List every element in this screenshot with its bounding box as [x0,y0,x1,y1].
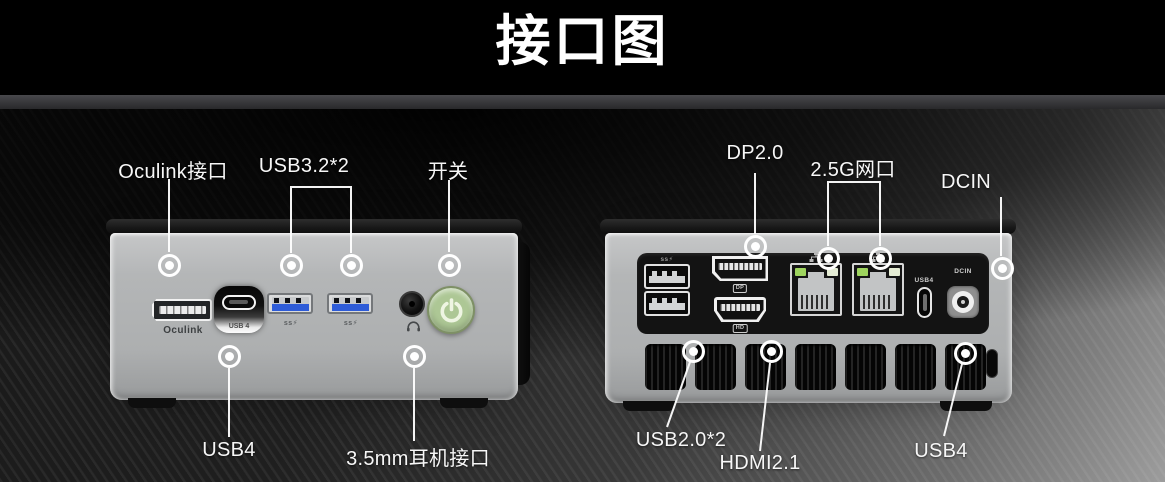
lan-port-1 [790,263,842,316]
lan-led-green [794,267,806,276]
label-lan: 2.5G网口 [810,159,896,181]
usb2-port-2 [644,291,690,316]
vent-slot [795,344,836,390]
audio-jack-hole [409,301,415,307]
usb32-port-1 [267,293,313,314]
hdmi-icon: HD [732,324,748,333]
usb-c-tab [922,294,927,311]
rear-foot-left [623,401,675,411]
label-oculink: Oculink接口 [118,161,228,183]
oculink-port-print: Oculink [163,325,203,336]
usb4-port-front: USB 4 [214,286,264,333]
hdmi-port [714,297,766,322]
dcin-pin [961,300,965,304]
usb-pins [652,297,682,303]
usb2-badge: ss⚡ [660,256,674,263]
vent-slot [845,344,886,390]
usb-pins [652,270,682,276]
usb-blue-tongue [331,304,369,311]
rear-foot-right [940,401,992,411]
vent-slot [645,344,686,390]
usb32-badge-1: ss⚡ [283,320,299,327]
usb-pins [334,298,366,303]
vent-grille [645,344,986,390]
usb4-port-print: USB 4 [228,323,250,330]
audio-jack-port [399,291,425,317]
lan-led-amber [888,267,900,276]
oculink-port-slats [159,305,206,314]
lan-insert [798,272,834,311]
lan-comb [863,295,893,309]
front-foot-right [440,398,488,408]
lan-led-green [856,267,868,276]
vent-slot [695,344,736,390]
lan-notch [870,272,886,279]
page-title: 接口图 [495,10,670,72]
usb4-port-rear [917,287,932,318]
usb32-port-2 [327,293,373,314]
label-usb2: USB2.0*2 [635,429,727,451]
usb-pins [274,298,306,303]
usb32-badge-2: ss⚡ [343,320,359,327]
power-icon [440,297,462,322]
dcin-print: DCIN [954,268,972,275]
vent-slot [745,344,786,390]
dp-pin-strip [718,263,762,270]
usb-c-receptacle [222,295,256,310]
vent-slot [895,344,936,390]
oculink-port [152,299,212,321]
lan-comb [801,295,831,309]
front-foot-left [128,398,176,408]
headphone-icon [407,321,420,332]
label-usb4-rear: USB4 [914,440,968,462]
kensington-lock-slot [986,349,998,378]
usb-tongue [649,275,685,283]
label-audio-jack: 3.5mm耳机接口 [346,448,490,470]
dcin-jack [947,286,979,318]
lan-notch [808,272,824,279]
usb2-port-1 [644,264,690,289]
lan-led-amber [826,267,838,276]
lan-insert [860,272,896,311]
label-dp: DP2.0 [726,142,784,164]
usb4-rear-print: USB4 [914,277,934,284]
label-usb4-front: USB4 [202,439,256,461]
hdmi-pin-strip [720,304,760,311]
label-hdmi: HDMI2.1 [719,452,801,474]
usb-tongue [649,302,685,310]
dp-port [712,256,768,281]
network-icon [871,252,885,262]
usb-c-tab [229,300,248,304]
power-button [427,286,475,334]
network-icon [809,252,823,262]
title-bar [0,0,1165,95]
vent-slot [945,344,986,390]
divider-bar [0,95,1165,109]
dp-icon: DP [732,284,748,293]
label-dcin: DCIN [940,171,992,193]
label-power-switch: 开关 [427,161,469,183]
lan-port-2 [852,263,904,316]
label-usb32: USB3.2*2 [258,155,350,177]
rear-device-lid [600,219,1016,234]
usb-blue-tongue [271,304,309,311]
